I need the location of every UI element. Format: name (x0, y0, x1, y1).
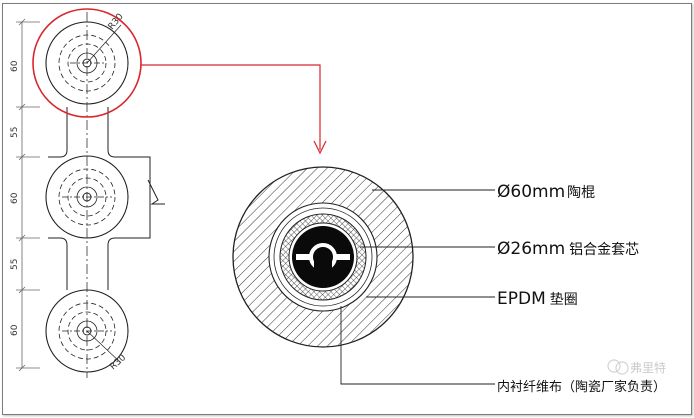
leader-lines (340, 189, 495, 385)
dim-label-1: 60 (10, 60, 20, 72)
watermark: 弗里特 (607, 359, 666, 375)
radius-label-bottom: R30 (108, 353, 128, 372)
highlight-circle (32, 8, 142, 118)
arrow-down-icon (313, 140, 327, 155)
dimension-chain (16, 18, 40, 372)
roller-middle (45, 155, 129, 239)
dim-label-2: 55 (10, 127, 20, 138)
section-view (232, 166, 414, 348)
callout-fiber-liner: 内衬纤维布（陶瓷厂家负责） (497, 379, 666, 395)
dim-label-5: 60 (10, 324, 20, 336)
watermark-text: 弗里特 (630, 360, 666, 375)
dim-label-4: 55 (10, 259, 20, 270)
roller-bottom (45, 289, 129, 373)
dim-label-3: 60 (10, 192, 20, 204)
roller-top (45, 21, 129, 105)
highlight-leader (141, 64, 321, 150)
roller-housing (48, 107, 165, 290)
